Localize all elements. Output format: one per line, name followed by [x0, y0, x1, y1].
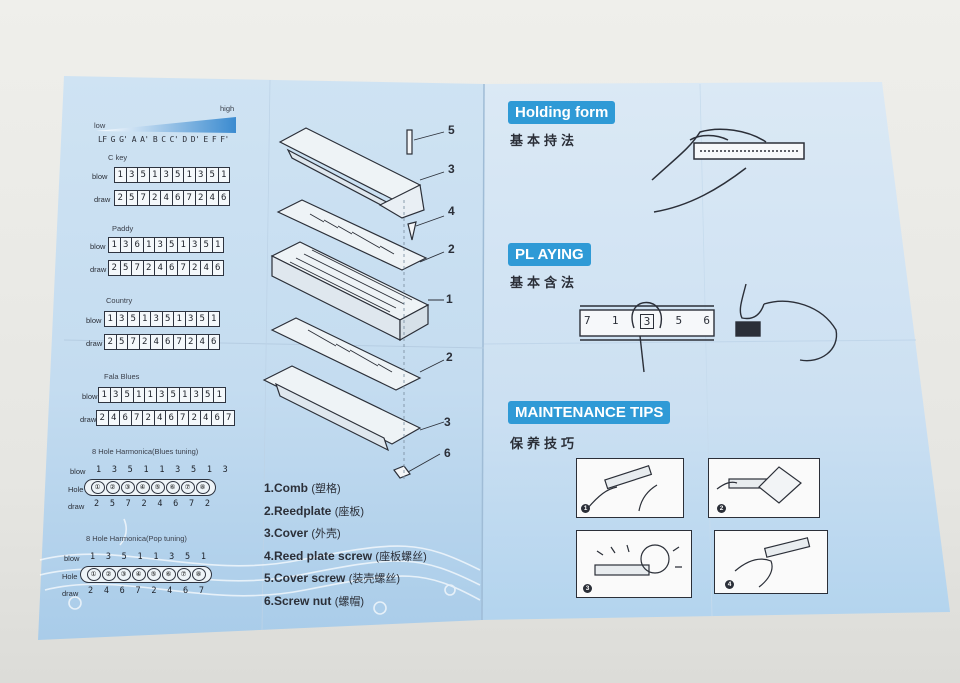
pop8-draw-label: draw [62, 589, 79, 598]
part-number-3-bottom: 3 [444, 415, 451, 429]
step-3-number: 3 [583, 584, 592, 593]
part-item-screw-nut: 6.Screw nut (螺帽) [264, 593, 365, 608]
blues8-hole-label: Hole [68, 485, 84, 494]
paddy-title: Paddy [112, 224, 134, 233]
scale-notes: LF G G' A A' B C C' D D' E F F' [98, 135, 229, 144]
paddy-blow-label: blow [90, 242, 106, 251]
part-number-4: 4 [448, 204, 455, 218]
part-number-2-bottom: 2 [446, 350, 453, 364]
part-number-3-top: 3 [448, 162, 455, 176]
country-blow-label: blow [86, 316, 102, 325]
holding-form-title: Holding form [508, 101, 616, 124]
c-key-draw-label: draw [94, 195, 111, 204]
country-draw-label: draw [86, 339, 103, 348]
step-4-illustration [734, 537, 811, 588]
fala-title: Fala Blues [104, 372, 140, 381]
part-item-reed-plate-screw: 4.Reed plate screw (座板螺丝) [264, 548, 427, 563]
step-4-number: 4 [725, 580, 734, 589]
blues8-title: 8 Hole Harmonica(Blues tuning) [92, 447, 199, 456]
blues8-blow-notes: 1 3 5 1 1 3 5 1 3 [96, 465, 231, 475]
playing-title: PL AYING [508, 243, 591, 266]
pop8-blow-label: blow [64, 554, 80, 563]
part-item-comb: 1.Comb (塑格) [264, 481, 341, 495]
blues8-draw-notes: 2 5 7 2 4 6 7 2 [94, 499, 213, 509]
fala-blow-label: blow [82, 392, 98, 401]
step-2-illustration [716, 466, 802, 504]
step-3-illustration [594, 544, 682, 576]
step-1-number: 1 [581, 504, 590, 513]
step-2-number: 2 [717, 504, 726, 513]
pop8-blow-notes: 1 3 5 1 1 3 5 1 [90, 552, 209, 562]
maintenance-step-1: 1 [576, 458, 684, 518]
country-title: Country [106, 296, 133, 305]
maintenance-step-2: 2 [708, 458, 820, 518]
maintenance-step-4: 4 [714, 530, 828, 594]
step-1-illustration [586, 465, 658, 512]
maintenance-zh: 保养技巧 [510, 437, 579, 452]
c-key-blow-label: blow [92, 172, 108, 181]
pop8-hole-label: Hole [62, 572, 78, 581]
maintenance-title: MAINTENANCE TIPS [508, 401, 671, 424]
blues8-blow-label: blow [70, 467, 86, 476]
part-number-1: 1 [446, 292, 453, 306]
blues8-draw-label: draw [68, 502, 85, 511]
scale-low-label: low [94, 121, 106, 130]
part-number-6: 6 [444, 446, 451, 460]
paddy-draw-label: draw [90, 265, 107, 274]
maintenance-step-3: 3 [576, 530, 692, 598]
part-item-cover-screw: 5.Cover screw (装壳螺丝) [264, 571, 401, 585]
fala-draw-label: draw [80, 415, 97, 424]
part-number-5: 5 [448, 123, 455, 137]
part-item-reedplate: 2.Reedplate (座板) [264, 503, 365, 518]
holding-form-zh: 基本持法 [510, 134, 579, 149]
c-key-title: C key [108, 153, 128, 162]
pop8-draw-notes: 2 4 6 7 2 4 6 7 [88, 586, 207, 596]
playing-zh: 基本含法 [510, 276, 579, 291]
part-number-2-top: 2 [448, 242, 455, 256]
pop8-title: 8 Hole Harmonica(Pop tuning) [86, 534, 187, 543]
part-item-cover: 3.Cover (外壳) [264, 526, 341, 540]
parts-list: 1.Comb (塑格) 2.Reedplate (座板) 3.Cover (外壳… [264, 478, 427, 613]
scale-high-label: high [220, 104, 235, 113]
